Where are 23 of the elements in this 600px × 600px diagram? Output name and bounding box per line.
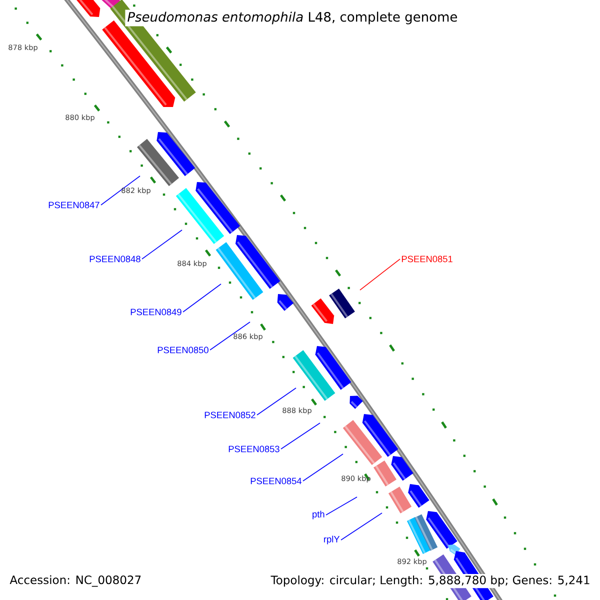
leader-line: [182, 284, 222, 312]
genome-summary: Topology: circular; Length: 5,888,780 bp; Genes: 5,241: [269, 574, 592, 588]
gene-label: PSEEN0847: [48, 202, 100, 208]
leader-line: [360, 258, 400, 290]
leader-line: [340, 512, 382, 540]
gene-label: rplY: [324, 536, 340, 544]
map-title: Pseudomonas entomophila L48, complete genome: [125, 10, 460, 26]
accession-label: Accession: NC_008027: [8, 574, 144, 588]
leader-line: [210, 322, 250, 350]
gene-label: PSEEN0850: [158, 346, 208, 354]
gene-label: pth: [312, 510, 324, 520]
leader-line: [256, 388, 296, 416]
leader-line: [302, 454, 344, 482]
gene-label: PSEEN0849: [130, 308, 182, 316]
gene-label: PSEEN0848: [90, 256, 140, 262]
gene-label: PSEEN0852: [204, 412, 256, 418]
leader-line: [142, 230, 182, 260]
gene-label: PSEEN0854: [250, 478, 302, 484]
leader-line: [280, 422, 320, 450]
leader-line: [326, 496, 358, 516]
gene-label: PSEEN0853: [228, 446, 280, 452]
leader-line: [100, 176, 140, 206]
gene-label: PSEEN0851: [402, 256, 452, 262]
